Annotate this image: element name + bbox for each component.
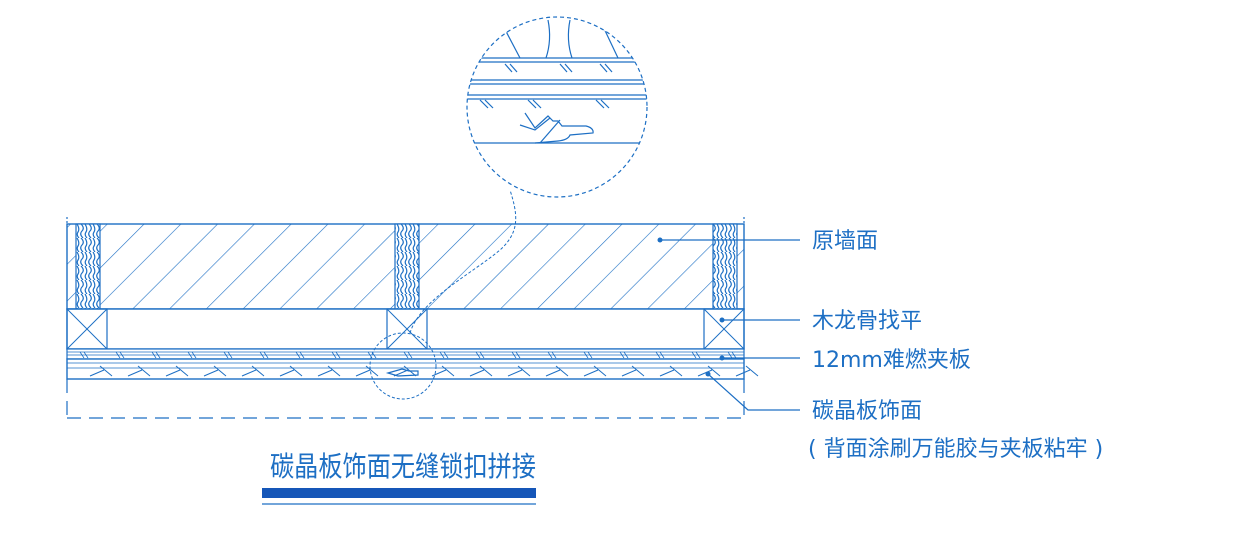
board-tick [727,351,733,359]
board-tick [155,351,161,359]
board-tick [335,351,341,359]
board-tick [547,351,553,359]
wood-keel-layer [66,308,745,350]
board-tick [619,351,625,359]
board-tick [691,351,697,359]
board-tick [695,351,701,359]
board-tick [443,351,449,359]
board-tick [187,351,193,359]
fire-board-layer [66,348,745,360]
label-original-wall: 原墙面 [812,229,878,254]
carbon-hatch-mark [507,365,531,377]
carbon-hatch-mark [735,365,759,377]
detail-magnified [466,16,648,198]
board-tick [151,351,157,359]
finish-outline-dashed [66,379,745,419]
board-tick [511,351,517,359]
carbon-hatch-mark [545,365,569,377]
board-tick [299,351,305,359]
wood-stud-middle [394,223,420,310]
carbon-hatch-mark [279,365,303,377]
carbon-hatch-mark [165,365,189,377]
board-tick [731,351,737,359]
detail-callout-leader [409,189,517,334]
board-tick [115,351,121,359]
carbon-hatch-mark [469,365,493,377]
label-carbon-board: 碳晶板饰面 [812,399,922,424]
carbon-hatch-mark [583,365,607,377]
drawing-title: 碳晶板饰面无缝锁扣拼接 [270,450,536,483]
board-tick [403,351,409,359]
carbon-hatch-mark [431,365,455,377]
board-tick [295,351,301,359]
label-carbon-board-note: ( 背面涂刷万能胶与夹板粘牢 ) [808,437,1103,462]
board-tick [655,351,661,359]
carbon-hatch-mark [317,365,341,377]
board-tick [479,351,485,359]
board-tick [227,351,233,359]
wood-stud-left [75,223,101,310]
board-tick [263,351,269,359]
detail-callout-small [369,332,437,400]
carbon-hatch-mark [89,365,113,377]
label-fire-board: 12mm难燃夹板 [812,348,971,373]
carbon-hatch-mark [127,365,151,377]
carbon-board-layer [66,358,759,380]
board-tick [331,351,337,359]
board-tick [551,351,557,359]
carbon-hatch-mark [621,365,645,377]
board-tick [623,351,629,359]
board-tick [223,351,229,359]
board-tick [259,351,265,359]
board-tick [587,351,593,359]
carbon-hatch-mark [241,365,265,377]
board-tick [659,351,665,359]
board-tick [475,351,481,359]
board-tick [439,351,445,359]
board-tick [191,351,197,359]
carbon-hatch-mark [355,365,379,377]
board-tick [583,351,589,359]
board-tick [119,351,125,359]
board-tick [79,351,85,359]
board-tick [515,351,521,359]
board-tick [407,351,413,359]
carbon-hatch-mark [203,365,227,377]
carbon-hatch-mark [659,365,683,377]
board-tick [83,351,89,359]
label-wood-keel: 木龙骨找平 [812,309,922,334]
leaders [660,239,800,411]
wood-stud-right [712,223,738,310]
title-underline-thick [262,488,536,498]
carbon-hatch-mark [697,365,721,377]
leader-dots [657,237,725,377]
